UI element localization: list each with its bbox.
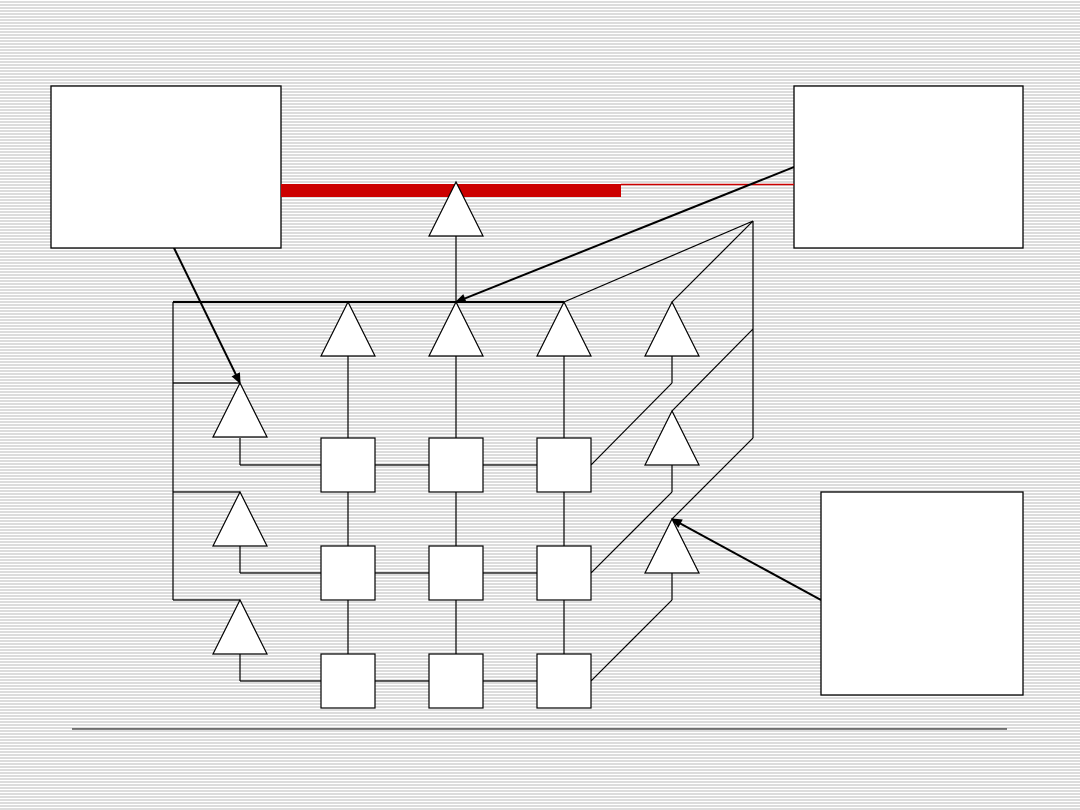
square-node bbox=[320, 437, 376, 493]
arrowhead-icon bbox=[670, 518, 683, 528]
square-node bbox=[320, 545, 376, 601]
arrow-line bbox=[173, 247, 241, 384]
triangle-node bbox=[212, 598, 268, 655]
arrowhead-icon bbox=[231, 372, 241, 385]
wire bbox=[671, 328, 754, 412]
square-node bbox=[536, 437, 592, 493]
triangle-node bbox=[428, 180, 484, 237]
square-node bbox=[428, 545, 484, 601]
arrow-line bbox=[455, 166, 795, 303]
triangle-node bbox=[536, 300, 592, 357]
callout-box-bottom-right bbox=[820, 491, 1024, 696]
wire bbox=[671, 220, 754, 303]
triangle-node bbox=[644, 300, 700, 357]
arrowhead-icon bbox=[454, 294, 467, 303]
red-bar bbox=[281, 184, 621, 197]
triangle-node bbox=[212, 490, 268, 547]
square-node bbox=[536, 545, 592, 601]
square-node bbox=[320, 653, 376, 709]
triangle-node bbox=[644, 517, 700, 574]
square-node bbox=[428, 653, 484, 709]
triangle-node bbox=[212, 381, 268, 438]
square-node bbox=[428, 437, 484, 493]
callout-box-top-right bbox=[793, 85, 1024, 249]
wire bbox=[671, 437, 754, 520]
wire bbox=[563, 220, 754, 303]
triangle-node bbox=[644, 409, 700, 466]
arrow-line bbox=[671, 518, 822, 601]
square-node bbox=[536, 653, 592, 709]
wire bbox=[590, 599, 673, 682]
wire bbox=[590, 491, 673, 574]
callout-box-top-left bbox=[50, 85, 282, 249]
triangle-node bbox=[428, 300, 484, 357]
triangle-node bbox=[320, 300, 376, 357]
wire bbox=[590, 382, 673, 466]
